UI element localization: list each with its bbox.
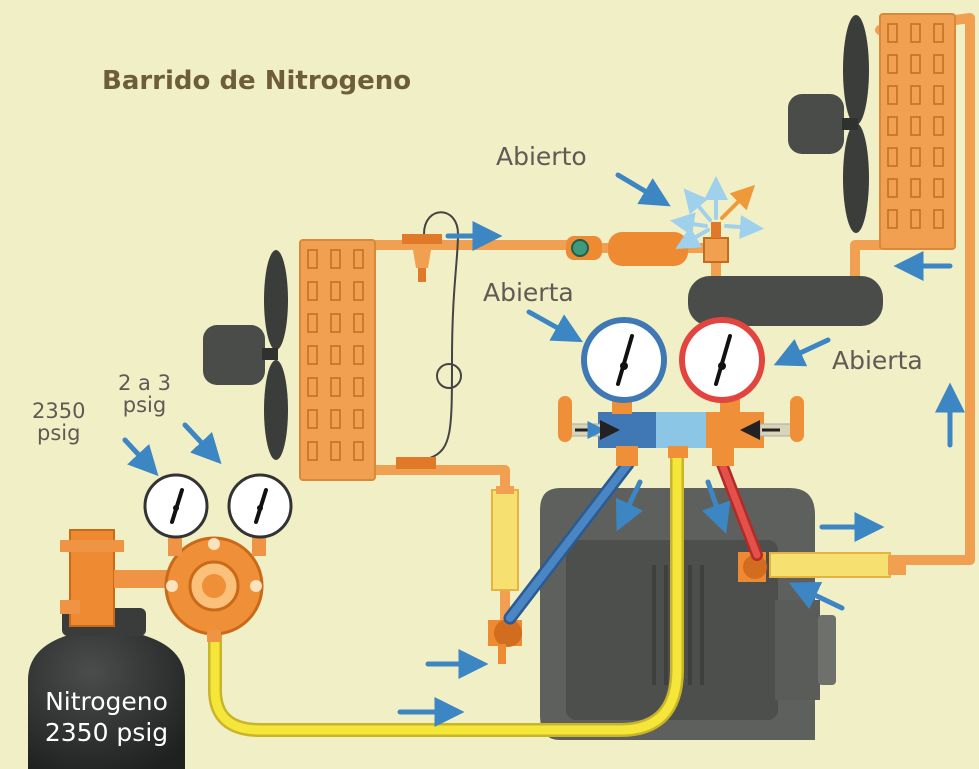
tank-label: Nitrogeno 2350 psig xyxy=(28,686,185,748)
tank-label-gas: Nitrogeno xyxy=(45,687,168,716)
outdoor-fan xyxy=(788,15,869,233)
charging-hose xyxy=(208,450,684,737)
low-side-hose xyxy=(503,457,635,625)
regulated-pressure-value: 2 a 3 xyxy=(118,371,171,395)
low-side-gauge xyxy=(581,317,667,403)
tank-pressure-value: 2350 xyxy=(32,399,86,423)
receiver-tank xyxy=(688,276,883,326)
filter-dryer xyxy=(608,232,688,266)
arrow-low-hose xyxy=(615,479,644,532)
label-high-side-open: Abierta xyxy=(832,346,923,375)
arrow-tank-gauge xyxy=(122,437,159,477)
label-tank-pressure: 2350 psig xyxy=(32,400,85,444)
regulated-pressure-unit: psig xyxy=(122,393,167,417)
arrow-high-gauge xyxy=(773,337,831,367)
label-regulated-pressure: 2 a 3 psig xyxy=(118,372,171,416)
outdoor-coil xyxy=(879,13,956,250)
indoor-coil xyxy=(299,239,376,481)
high-side-hose xyxy=(716,458,763,561)
suction-service-valve xyxy=(488,619,522,664)
arrow-regulated-gauge xyxy=(182,422,222,465)
diagram-title: Barrido de Nitrogeno xyxy=(102,66,412,96)
sight-glass xyxy=(566,236,602,260)
label-low-side-open: Abierta xyxy=(483,278,574,307)
liquid-line-fitting xyxy=(738,552,906,582)
label-discharge-valve-open: Abierto xyxy=(496,142,587,171)
arrow-high-hose xyxy=(702,479,731,534)
manifold-gauge-set xyxy=(558,396,804,466)
high-side-gauge xyxy=(679,317,765,403)
arrow-into-fitting xyxy=(788,581,845,611)
expansion-valve xyxy=(396,211,462,469)
vent-arrows xyxy=(670,176,764,250)
tank-label-pressure: 2350 psig xyxy=(44,718,169,747)
tank-pressure-unit: psig xyxy=(37,421,81,445)
discharge-line xyxy=(491,486,519,591)
arrow-low-gauge xyxy=(526,309,583,343)
service-valve-discharge xyxy=(703,222,729,263)
low-pressure-gauge xyxy=(227,473,293,556)
flow-arrows xyxy=(122,172,965,727)
indoor-fan xyxy=(203,250,288,460)
regulator xyxy=(60,529,264,642)
arrow-valve-open xyxy=(615,172,671,207)
high-pressure-gauge xyxy=(143,473,209,556)
